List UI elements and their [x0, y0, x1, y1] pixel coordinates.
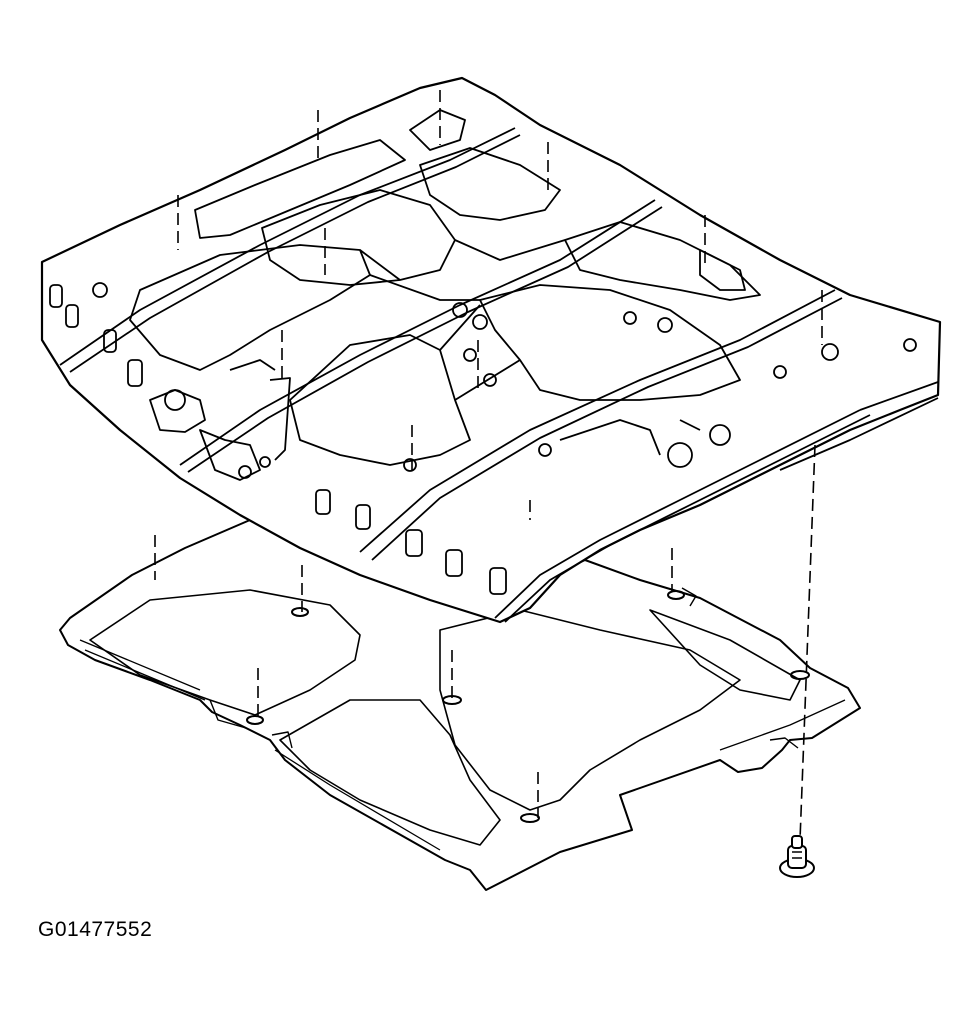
rear-rib	[360, 290, 835, 552]
figure-code-label: G01477552	[38, 918, 153, 941]
pad-hole	[791, 671, 809, 679]
front-rib	[60, 128, 515, 365]
slots-left	[50, 285, 142, 386]
headliner-inner-left	[90, 590, 360, 715]
roof-panel-outline	[42, 78, 940, 622]
roof-panel-detail	[50, 110, 938, 622]
fastener-screw	[780, 836, 814, 877]
headliner-inner-center	[440, 610, 740, 810]
pad-hole	[247, 716, 263, 724]
slots-front	[316, 490, 506, 594]
roof-panel	[42, 78, 940, 622]
pad-hole	[668, 591, 684, 599]
center-rib	[180, 200, 655, 465]
headliner-pad	[60, 520, 860, 890]
opening-6	[290, 335, 470, 465]
pad-hole	[292, 608, 308, 616]
headliner-inner-bottom	[280, 700, 500, 845]
opening-5	[565, 222, 760, 300]
pad-hole	[521, 814, 539, 822]
opening-1	[195, 140, 405, 238]
opening-4	[262, 190, 455, 285]
screw-alignment-line	[800, 445, 815, 840]
opening-2	[420, 148, 560, 220]
alignment-lines	[155, 90, 822, 840]
opening-3	[130, 245, 370, 370]
headliner-inner-right	[650, 610, 800, 700]
